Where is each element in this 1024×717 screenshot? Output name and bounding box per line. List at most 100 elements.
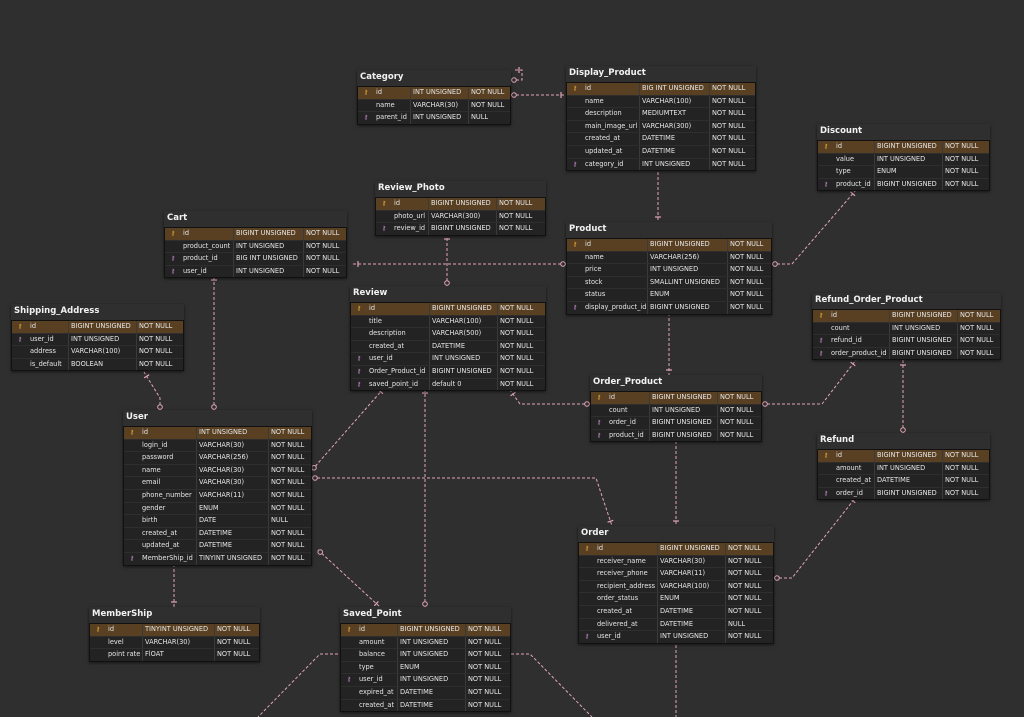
key-cell-empty: [567, 252, 583, 264]
column-name: id: [359, 625, 366, 633]
key-cell-empty: [567, 289, 583, 301]
key-cell-empty: [579, 581, 595, 593]
key-cell-empty: [351, 341, 367, 353]
primary-key-icon: ⚷: [356, 305, 362, 312]
